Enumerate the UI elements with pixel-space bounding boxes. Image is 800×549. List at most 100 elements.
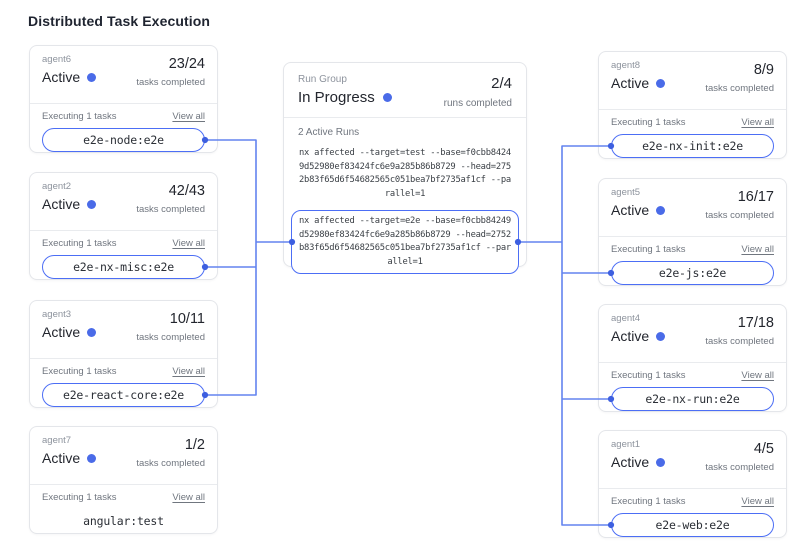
tasks-count: 4/5	[753, 441, 774, 457]
tasks-count: 17/18	[737, 315, 774, 331]
tasks-count: 16/17	[737, 189, 774, 205]
command-text: nx affected --target=test --base=f0cbb84…	[299, 148, 511, 199]
agent-card-bottom: Executing 1 tasks View all e2e-js:e2e	[599, 237, 786, 285]
agent-id: agent1	[611, 439, 641, 450]
agent-card-divider	[599, 488, 786, 489]
agent-status: Active	[42, 196, 81, 212]
run-group-status: In Progress	[298, 89, 375, 106]
agent-card-bottom: Executing 1 tasks View all e2e-nx-misc:e…	[30, 231, 217, 279]
agent-id: agent8	[611, 60, 641, 71]
agent-card-divider	[30, 358, 217, 359]
tasks-count: 1/2	[184, 437, 205, 453]
active-dot-icon	[87, 72, 97, 82]
active-dot-icon	[87, 453, 97, 463]
agent-id: agent2	[42, 181, 72, 192]
tasks-count: 8/9	[753, 62, 774, 78]
view-all-link[interactable]: View all	[172, 492, 205, 503]
agent-card-divider	[30, 103, 217, 104]
agent-status: Active	[42, 450, 81, 466]
current-task-pill[interactable]: e2e-nx-init:e2e	[611, 134, 774, 158]
agent-card-divider	[599, 236, 786, 237]
active-runs-label: 2 Active Runs	[298, 127, 360, 138]
active-dot-icon	[656, 78, 666, 88]
agent-status: Active	[42, 324, 81, 340]
agent-card-top: agent3 Active 10/11 tasks completed	[30, 301, 217, 358]
agent-card-bottom: Executing 1 tasks View all e2e-react-cor…	[30, 359, 217, 407]
tasks-count: 42/43	[168, 183, 205, 199]
runs-completed-label: runs completed	[443, 98, 512, 109]
agent-status: Active	[42, 69, 81, 85]
agent-card-top: agent7 Active 1/2 tasks completed	[30, 427, 217, 484]
run-group-body: 2 Active Runs nx affected --target=test …	[284, 118, 526, 274]
agent-card: agent2 Active 42/43 tasks completed Exec…	[29, 172, 218, 280]
agent-id: agent6	[42, 54, 72, 65]
executing-tasks-label: Executing 1 tasks	[42, 492, 117, 503]
view-all-link[interactable]: View all	[741, 496, 774, 507]
run-group-card: Run Group In Progress 2/4 runs completed…	[283, 62, 527, 274]
executing-tasks-label: Executing 1 tasks	[611, 370, 686, 381]
active-dot-icon	[87, 327, 97, 337]
active-dot-icon	[87, 199, 97, 209]
agent-card-bottom: Executing 1 tasks View all e2e-nx-run:e2…	[599, 363, 786, 411]
agent-status: Active	[611, 202, 650, 218]
agent-status: Active	[611, 328, 650, 344]
tasks-completed-label: tasks completed	[705, 83, 774, 94]
tasks-completed-label: tasks completed	[136, 77, 205, 88]
executing-tasks-label: Executing 1 tasks	[42, 366, 117, 377]
current-task-pill[interactable]: e2e-node:e2e	[42, 128, 205, 152]
agent-card-top: agent6 Active 23/24 tasks completed	[30, 46, 217, 103]
agent-card: agent5 Active 16/17 tasks completed Exec…	[598, 178, 787, 286]
run-group-divider	[284, 117, 526, 118]
executing-tasks-label: Executing 1 tasks	[611, 117, 686, 128]
view-all-link[interactable]: View all	[172, 111, 205, 122]
agent-id: agent7	[42, 435, 72, 446]
active-dot-icon	[656, 457, 666, 467]
current-task-pill[interactable]: e2e-react-core:e2e	[42, 383, 205, 407]
agent-card-top: agent8 Active 8/9 tasks completed	[599, 52, 786, 109]
agent-card-top: agent4 Active 17/18 tasks completed	[599, 305, 786, 362]
page-title: Distributed Task Execution	[28, 13, 211, 29]
current-task-pill[interactable]: e2e-nx-misc:e2e	[42, 255, 205, 279]
agent-card-divider	[599, 362, 786, 363]
view-all-link[interactable]: View all	[741, 244, 774, 255]
agent-card: agent7 Active 1/2 tasks completed Execut…	[29, 426, 218, 534]
agent-card-top: agent2 Active 42/43 tasks completed	[30, 173, 217, 230]
agent-card: agent3 Active 10/11 tasks completed Exec…	[29, 300, 218, 408]
agent-card-top: agent5 Active 16/17 tasks completed	[599, 179, 786, 236]
tasks-completed-label: tasks completed	[705, 462, 774, 473]
tasks-completed-label: tasks completed	[705, 210, 774, 221]
agent-id: agent4	[611, 313, 641, 324]
current-task-pill[interactable]: e2e-js:e2e	[611, 261, 774, 285]
agent-status: Active	[611, 75, 650, 91]
executing-tasks-label: Executing 1 tasks	[42, 111, 117, 122]
tasks-completed-label: tasks completed	[136, 204, 205, 215]
executing-tasks-label: Executing 1 tasks	[42, 238, 117, 249]
agent-card-bottom: Executing 1 tasks View all e2e-nx-init:e…	[599, 110, 786, 158]
view-all-link[interactable]: View all	[172, 366, 205, 377]
agent-card: agent4 Active 17/18 tasks completed Exec…	[598, 304, 787, 412]
active-dot-icon	[656, 331, 666, 341]
agent-id: agent5	[611, 187, 641, 198]
tasks-count: 10/11	[169, 311, 205, 327]
agent-card-bottom: Executing 1 tasks View all angular:test	[30, 485, 217, 533]
runs-count: 2/4	[491, 75, 512, 92]
tasks-count: 23/24	[168, 56, 205, 72]
agent-status: Active	[611, 454, 650, 470]
view-all-link[interactable]: View all	[741, 370, 774, 381]
tasks-completed-label: tasks completed	[136, 458, 205, 469]
tasks-completed-label: tasks completed	[705, 336, 774, 347]
active-command-block[interactable]: nx affected --target=e2e --base=f0cbb842…	[291, 210, 519, 274]
current-task-pill[interactable]: e2e-nx-run:e2e	[611, 387, 774, 411]
current-task-pill[interactable]: e2e-web:e2e	[611, 513, 774, 537]
agent-card: agent1 Active 4/5 tasks completed Execut…	[598, 430, 787, 538]
agent-card-divider	[30, 230, 217, 231]
view-all-link[interactable]: View all	[172, 238, 205, 249]
view-all-link[interactable]: View all	[741, 117, 774, 128]
agent-card-divider	[599, 109, 786, 110]
in-progress-dot-icon	[382, 93, 392, 102]
executing-tasks-label: Executing 1 tasks	[611, 496, 686, 507]
current-task-pill: angular:test	[42, 509, 205, 533]
run-group-label: Run Group	[298, 74, 347, 85]
agent-card: agent8 Active 8/9 tasks completed Execut…	[598, 51, 787, 159]
active-dot-icon	[656, 205, 666, 215]
